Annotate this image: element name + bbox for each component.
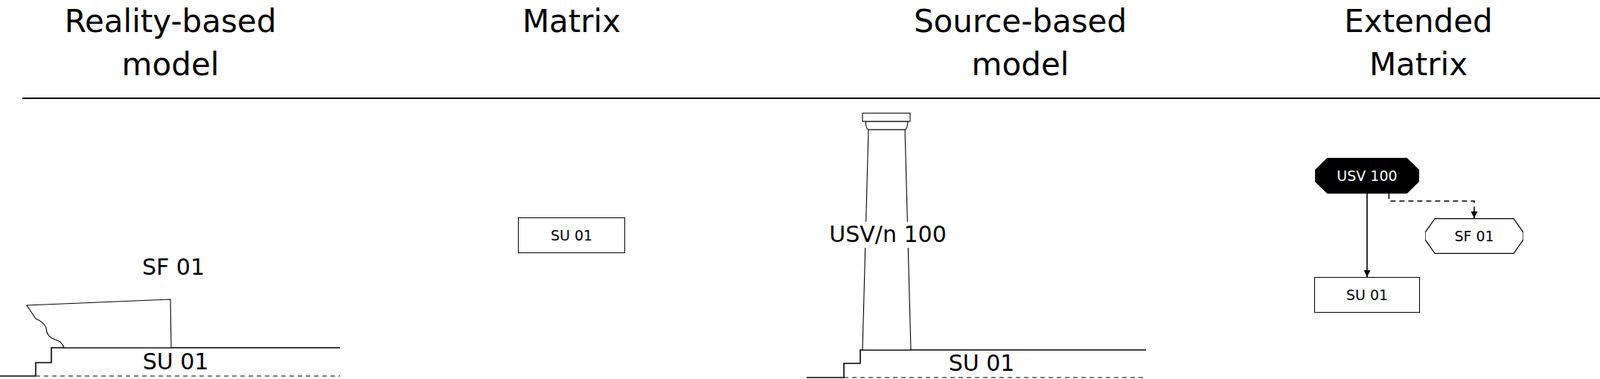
node-text: SU 01 (550, 226, 593, 244)
unit-label: SU 01 (948, 350, 1016, 377)
node-text: SF 01 (1454, 227, 1494, 245)
column-heading: Source-based model (878, 0, 1162, 87)
node-text: SU 01 (1346, 286, 1388, 303)
node-text: USV 100 (1336, 167, 1397, 184)
virtual-unit-label: USV/n 100 (826, 221, 949, 248)
connector-arrow (1366, 193, 1368, 277)
reality-model-drawing (0, 299, 341, 376)
virtual-unit-octagon: USV 100 (1314, 157, 1420, 194)
column-heading: Extended Matrix (1306, 0, 1531, 87)
special-find-octagon: SF 01 (1425, 218, 1524, 254)
unit-label: SU 01 (142, 349, 210, 376)
feature-label: SF 01 (142, 254, 205, 281)
header-rule (22, 97, 1600, 99)
source-model-drawing (806, 113, 1147, 378)
unit-box: SU 01 (517, 217, 626, 254)
column-heading: Matrix (459, 0, 684, 44)
unit-box: SU 01 (1314, 276, 1420, 313)
column-heading: Reality-based model (29, 0, 312, 87)
dashed-connector (1388, 193, 1475, 219)
